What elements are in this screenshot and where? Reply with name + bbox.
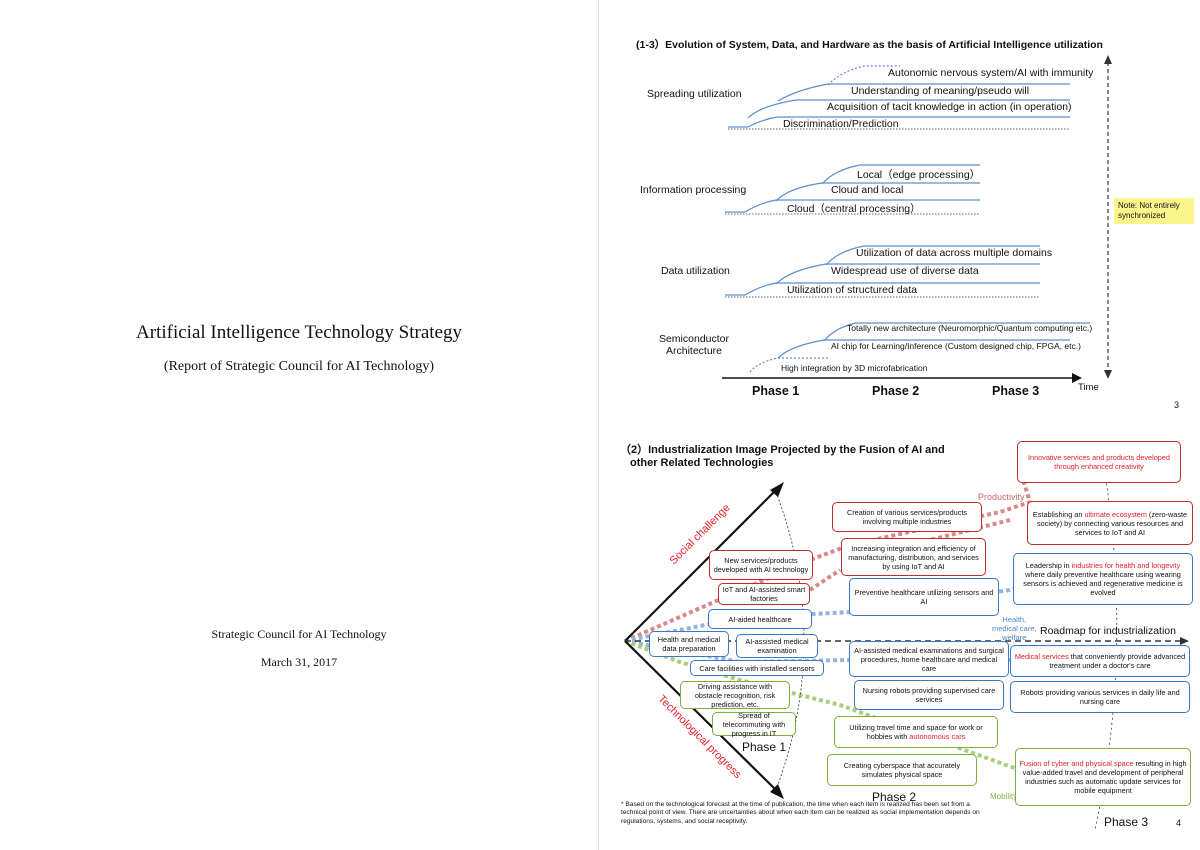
item-tacit-knowledge: Acquisition of tacit knowledge in action…: [827, 101, 1072, 113]
curve-meaning: [777, 83, 1070, 102]
curve-diverse-data: [775, 263, 1040, 285]
slide2-phase-1: Phase 1: [742, 740, 787, 754]
cover-page: Artificial Intelligence Technology Strat…: [0, 0, 599, 850]
health-label: Health, medical care, welfare: [992, 615, 1037, 642]
sync-note: Note: Not entirely synchronized: [1114, 198, 1194, 224]
item-discrimination-prediction: Discrimination/Prediction: [783, 118, 899, 130]
curve-new-architecture: [823, 322, 1090, 342]
slide1-phase-1: Phase 1: [752, 384, 800, 398]
item-new-architecture: Totally new architecture (Neuromorphic/Q…: [847, 323, 1093, 333]
mobility-band: [624, 639, 1031, 774]
item-structured-data: Utilization of structured data: [787, 284, 918, 296]
box-health-leadership: Leadership in industries for health and …: [1013, 553, 1193, 605]
box-driving-assistance: Driving assistance with obstacle recogni…: [680, 681, 790, 709]
slide2-page-number: 4: [1176, 818, 1182, 828]
curve-autonomic: [827, 65, 900, 86]
slide1-title: (1-3）Evolution of System, Data, and Hard…: [636, 39, 1103, 51]
item-local-edge: Local（edge processing）: [857, 169, 981, 181]
slide2-title-line1: （2）Industrialization Image Projected by …: [620, 444, 945, 456]
roadmap-label: Roadmap for industrialization: [1040, 625, 1176, 637]
slide2-title-line2: other Related Technologies: [630, 457, 774, 469]
report-title: Artificial Intelligence Technology Strat…: [136, 322, 462, 343]
box-integration-efficiency: Increasing integration and efficiency of…: [841, 538, 986, 576]
council-name: Strategic Council for AI Technology: [211, 627, 387, 641]
item-data-multiple-domains: Utilization of data across multiple doma…: [856, 247, 1053, 259]
box-new-services: New services/products developed with AI …: [709, 550, 813, 580]
box-smart-factories: IoT and AI-assisted smart factories: [718, 583, 810, 605]
box-ai-medical-exams: AI-assisted medical examinations and sur…: [849, 641, 1009, 677]
item-understanding-meaning: Understanding of meaning/pseudo will: [851, 85, 1030, 97]
box-travel-time: Utilizing travel time and space for work…: [834, 716, 998, 748]
box-medical-services: Medical services that conveniently provi…: [1010, 645, 1190, 677]
category-semiconductor-architecture: Semiconductor Architecture: [658, 333, 730, 357]
box-ai-aided-healthcare: AI-aided healthcare: [708, 609, 812, 629]
evolution-diagram-graphics: [722, 55, 1112, 383]
curve-3d-integration: [749, 357, 830, 373]
category-information-processing: Information processing: [640, 184, 747, 196]
box-ultimate-ecosystem: Establishing an ultimate ecosystem (zero…: [1027, 501, 1193, 545]
curve-cloud: [725, 199, 980, 213]
roadmap-arrowhead: [1180, 637, 1189, 645]
item-cloud-central: Cloud（central processing）: [787, 203, 921, 215]
curve-tacit-knowledge: [747, 99, 1070, 119]
report-date: March 31, 2017: [260, 655, 338, 669]
box-innovative-services: Innovative services and products develop…: [1017, 441, 1181, 483]
slide1-phase-3: Phase 3: [992, 384, 1040, 398]
slide2-phase-3: Phase 3: [1104, 815, 1149, 829]
slide1-phase-2: Phase 2: [872, 384, 920, 398]
box-nursing-robots: Nursing robots providing supervised care…: [854, 680, 1004, 710]
curve-structured-data: [725, 282, 1040, 296]
mobility-label: Mobility: [990, 792, 1018, 801]
sync-arrow-bottom: [1104, 370, 1112, 379]
box-preventive-healthcare: Preventive healthcare utilizing sensors …: [849, 578, 999, 616]
box-health-data-preparation: Health and medical data preparation: [649, 631, 729, 657]
box-service-robots: Robots providing various services in dai…: [1010, 681, 1190, 713]
item-ai-chip: AI chip for Learning/Inference (Custom d…: [831, 341, 1081, 351]
slides-page: (1-3）Evolution of System, Data, and Hard…: [600, 0, 1200, 850]
curve-cloud-local: [775, 182, 980, 202]
box-ai-assisted-examination: AI-assisted medical examination: [736, 634, 818, 658]
social-arrowhead: [770, 482, 784, 497]
slide2-footnote: * Based on the technological forecast at…: [621, 801, 980, 825]
phase1-boundary: [775, 491, 805, 791]
item-diverse-data: Widespread use of diverse data: [831, 265, 979, 277]
time-axis-label: Time: [1078, 382, 1099, 393]
curve-local: [821, 164, 980, 185]
curve-ai-chip: [777, 339, 1070, 359]
item-cloud-and-local: Cloud and local: [831, 184, 904, 196]
time-axis-arrowhead: [1072, 373, 1082, 383]
item-3d-microfabrication: High integration by 3D microfabrication: [781, 363, 928, 373]
box-care-facilities: Care facilities with installed sensors: [690, 660, 824, 676]
item-autonomic-nervous-system: Autonomic nervous system/AI with immunit…: [888, 67, 1094, 79]
category-data-utilization: Data utilization: [661, 265, 730, 277]
sync-arrow-top: [1104, 55, 1112, 64]
productivity-label: Productivity: [978, 492, 1025, 502]
slide2-phase-2: Phase 2: [872, 790, 917, 804]
box-cyberspace: Creating cyberspace that accurately simu…: [827, 754, 977, 786]
box-cyber-physical-fusion: Fusion of cyber and physical space resul…: [1015, 748, 1191, 806]
tech-arrowhead: [770, 784, 784, 799]
curve-multiple-domains: [825, 245, 1040, 266]
curve-discrimination: [728, 116, 1070, 128]
slide1-page-number: 3: [1174, 400, 1180, 410]
category-spreading-utilization: Spreading utilization: [647, 88, 742, 100]
box-creation-services: Creation of various services/products in…: [832, 502, 982, 532]
box-telecommuting: Spread of telecommuting with progress in…: [712, 711, 796, 738]
report-subtitle: (Report of Strategic Council for AI Tech…: [163, 359, 435, 374]
